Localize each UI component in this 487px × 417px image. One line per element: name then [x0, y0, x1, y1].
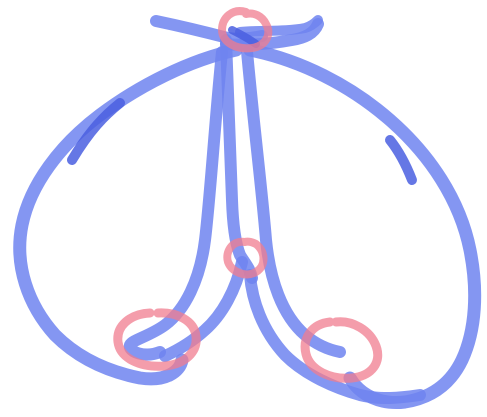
blue-strokes: [20, 20, 475, 403]
top-stroke-right-2: [240, 20, 318, 32]
left-inner-loop: [130, 52, 222, 354]
